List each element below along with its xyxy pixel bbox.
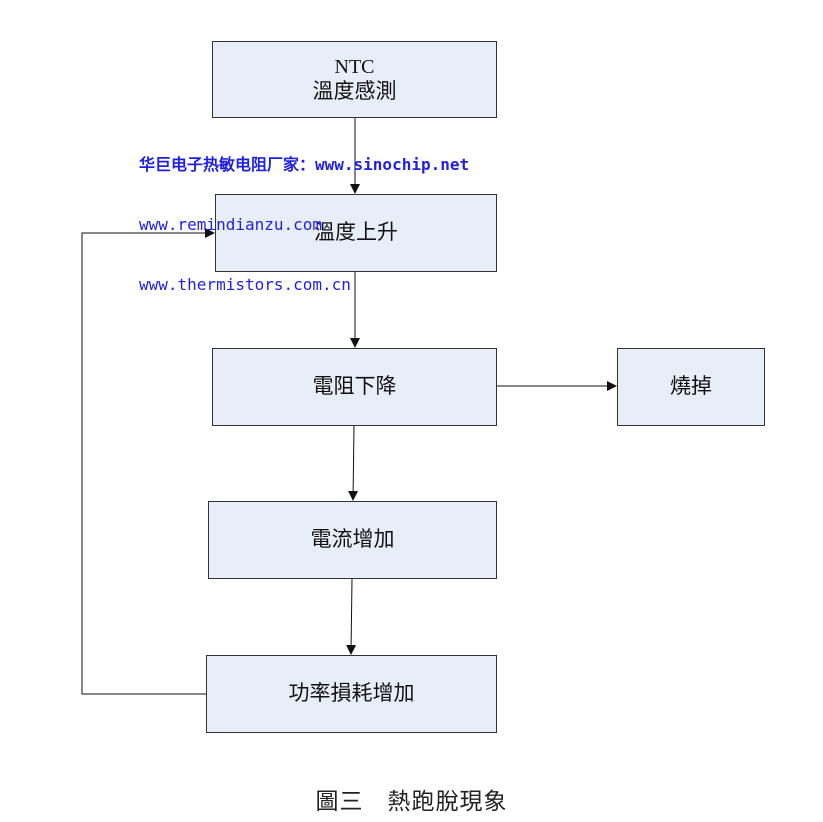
node-temperature-rise: 溫度上升 (215, 194, 497, 272)
node-current-increase-label: 電流增加 (310, 527, 395, 552)
edge-power-loss-increase-to-temperature-rise (81, 228, 215, 695)
watermark-line-url-1: www.remindianzu.com (139, 215, 323, 234)
node-temperature-rise-label: 溫度上升 (314, 220, 398, 245)
node-resistance-drop-label: 電阻下降 (312, 374, 397, 399)
figure-caption: 圖三 熱跑脫現象 (315, 789, 508, 815)
edge-current-increase-to-power-loss-increase (346, 578, 357, 655)
node-power-loss-increase: 功率損耗增加 (206, 655, 497, 733)
node-ntc-sublabel: 溫度感測 (312, 78, 397, 103)
node-ntc-temperature-sensing: NTC 溫度感測 (212, 41, 497, 118)
node-power-loss-increase-label: 功率損耗增加 (288, 681, 415, 706)
node-burnout: 燒掉 (617, 348, 765, 426)
node-burnout-label: 燒掉 (670, 374, 712, 399)
edge-resistance-drop-to-current-increase (348, 425, 359, 501)
watermark-line-url-2: www.thermistors.com.cn (139, 275, 351, 294)
watermark-line-company: 华巨电子热敏电阻厂家：www.sinochip.net (139, 155, 470, 174)
node-current-increase: 電流增加 (208, 501, 497, 579)
node-resistance-drop: 電阻下降 (212, 348, 497, 426)
watermark-text: 华巨电子热敏电阻厂家：www.sinochip.net www.remindia… (139, 115, 469, 315)
node-ntc-label: NTC (334, 55, 375, 78)
